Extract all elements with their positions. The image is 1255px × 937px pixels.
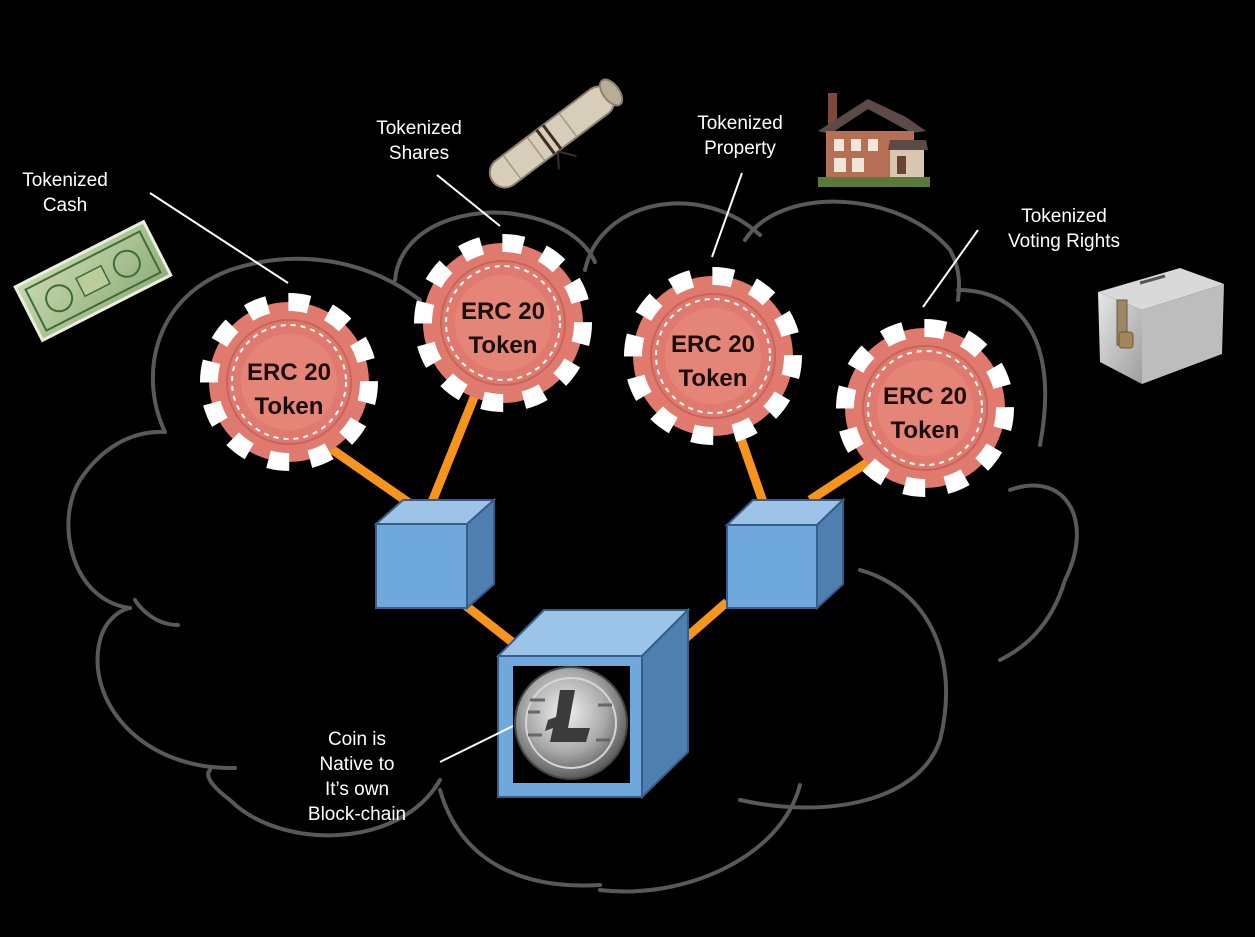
- label-shares-line1: Tokenized: [376, 118, 462, 139]
- label-cash-line2: Cash: [42, 195, 88, 216]
- label-coin-line1: Coin is: [327, 729, 387, 750]
- chip-1-line1: ERC 20: [247, 359, 331, 386]
- connectors: [327, 393, 871, 664]
- chip-3-line2: Token: [679, 365, 748, 392]
- block-right: [724, 497, 846, 611]
- label-property-line1: Tokenized: [697, 113, 783, 134]
- chip-2-line2: Token: [469, 332, 538, 359]
- chip-4-line2: Token: [891, 417, 960, 444]
- label-tokenized-cash: Tokenized Cash: [10, 168, 120, 218]
- litecoin-icon: [514, 666, 628, 780]
- label-cash-line1: Tokenized: [22, 170, 108, 191]
- label-tokenized-property: Tokenized Property: [685, 111, 795, 161]
- label-coin-native: Coin is Native to It’s own Block-chain: [297, 727, 417, 827]
- label-tokenized-voting: Tokenized Voting Rights: [994, 204, 1134, 254]
- label-coin-line2: Native to: [319, 754, 395, 775]
- label-voting-line1: Tokenized: [1021, 206, 1107, 227]
- label-coin-line3: It’s own: [324, 779, 390, 800]
- label-shares-line2: Shares: [388, 143, 450, 164]
- chip-4-line1: ERC 20: [883, 383, 967, 410]
- label-coin-line4: Block-chain: [307, 804, 407, 825]
- label-property-line2: Property: [704, 138, 776, 159]
- chip-2-line1: ERC 20: [461, 298, 545, 325]
- block-left: [373, 497, 497, 611]
- label-voting-line2: Voting Rights: [1008, 231, 1120, 252]
- label-tokenized-shares: Tokenized Shares: [364, 116, 474, 166]
- scroll-icon: [488, 78, 624, 189]
- house-icon: [818, 93, 930, 187]
- dollar-bill-icon: [13, 219, 173, 343]
- cloud-outline: [66, 199, 1079, 894]
- chip-1-line2: Token: [255, 393, 324, 420]
- ballot-box-icon: [1098, 268, 1224, 384]
- pointer-lines: [149, 172, 979, 763]
- chip-3-line1: ERC 20: [671, 331, 755, 358]
